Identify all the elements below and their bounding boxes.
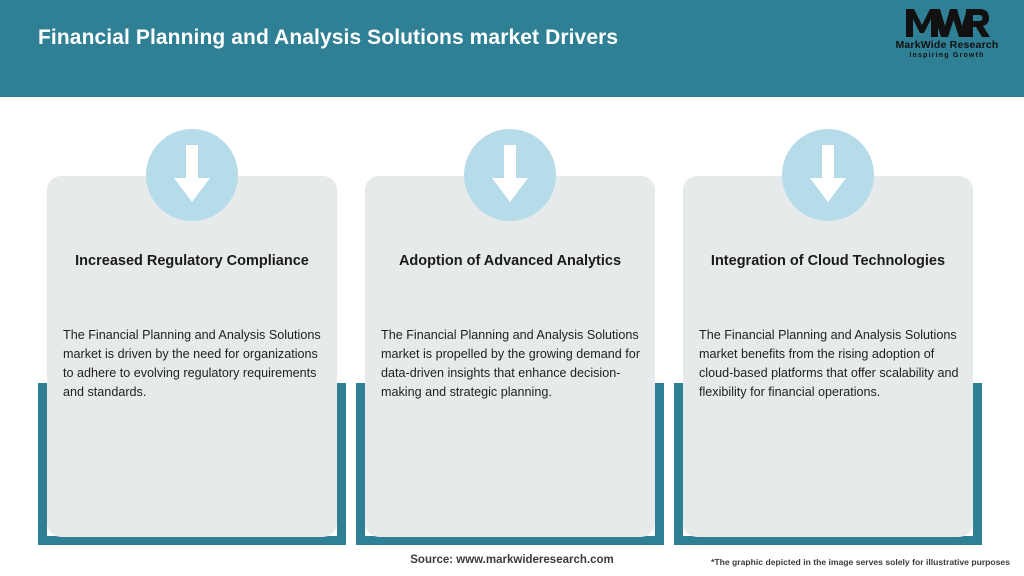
frame-left-bar — [38, 383, 47, 545]
card-frame-accent — [38, 383, 346, 545]
frame-bottom-bar — [38, 536, 346, 545]
frame-right-bar — [973, 383, 982, 545]
card-title: Increased Regulatory Compliance — [75, 253, 309, 269]
frame-left-bar — [356, 383, 365, 545]
driver-card-3: Integration of Cloud Technologies The Fi… — [674, 97, 982, 545]
card-body-text: The Financial Planning and Analysis Solu… — [699, 328, 959, 399]
card-panel: Adoption of Advanced Analytics The Finan… — [365, 176, 655, 537]
frame-bottom-bar — [356, 536, 664, 545]
down-arrow-icon — [146, 129, 238, 221]
card-frame-accent — [356, 383, 664, 545]
card-body-text: The Financial Planning and Analysis Solu… — [381, 328, 641, 399]
source-note: Source: www.markwideresearch.com — [410, 554, 614, 566]
card-body-text: The Financial Planning and Analysis Solu… — [63, 328, 321, 399]
header-bar — [0, 0, 1024, 97]
card-panel: Integration of Cloud Technologies The Fi… — [683, 176, 973, 537]
mwr-logo-icon — [888, 8, 1006, 38]
frame-bottom-bar — [674, 536, 982, 545]
markwide-research-logo: MarkWide Research Inspiring Growth — [888, 8, 1006, 66]
card-title: Integration of Cloud Technologies — [710, 253, 946, 269]
down-arrow-icon — [782, 129, 874, 221]
logo-tagline: Inspiring Growth — [909, 52, 985, 59]
down-arrow-icon — [464, 129, 556, 221]
logo-name: MarkWide Research — [895, 39, 999, 51]
card-frame-accent — [674, 383, 982, 545]
frame-left-bar — [674, 383, 683, 545]
driver-card-1: Increased Regulatory Compliance The Fina… — [38, 97, 346, 545]
card-panel: Increased Regulatory Compliance The Fina… — [47, 176, 337, 537]
card-title: Adoption of Advanced Analytics — [398, 253, 622, 269]
frame-right-bar — [655, 383, 664, 545]
page-title: Financial Planning and Analysis Solution… — [38, 26, 619, 49]
driver-card-2: Adoption of Advanced Analytics The Finan… — [356, 97, 664, 545]
frame-right-bar — [337, 383, 346, 545]
drivers-card-row: Increased Regulatory Compliance The Fina… — [0, 97, 1024, 545]
disclaimer-note: *The graphic depicted in the image serve… — [711, 557, 1010, 567]
